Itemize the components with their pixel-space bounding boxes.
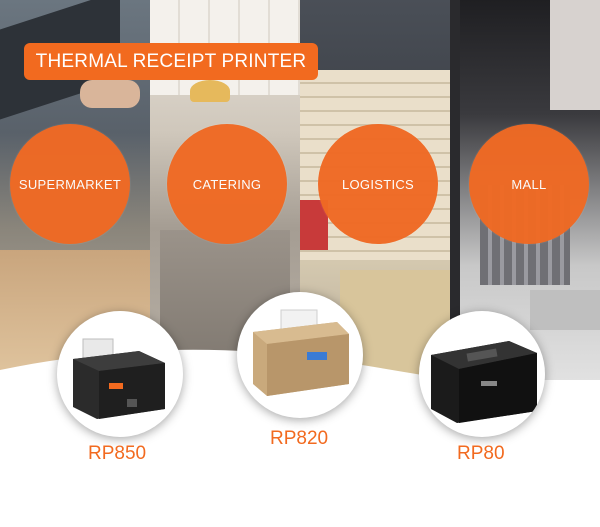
- category-label: CATERING: [192, 176, 262, 192]
- category-label: LOGISTICS: [341, 176, 415, 192]
- model-label-rp80: RP80: [457, 443, 505, 464]
- printer-icon: [73, 338, 165, 419]
- product-rp850-image: [57, 311, 183, 437]
- category-label: MALL: [511, 176, 547, 192]
- product-rp80-image: [419, 311, 545, 437]
- category-catering: CATERING: [167, 124, 287, 244]
- product-rp820-image: [237, 292, 363, 418]
- model-label-rp850: RP850: [88, 443, 147, 464]
- printer-icon: [431, 341, 537, 423]
- model-label-rp820: RP820: [270, 428, 329, 449]
- pillar-shape: [450, 0, 460, 380]
- category-label: SUPERMARKET: [18, 176, 122, 192]
- hand-shape: [80, 80, 140, 108]
- category-mall: MALL: [469, 124, 589, 244]
- mannequin-shape: [550, 0, 600, 110]
- floor-shape: [530, 290, 600, 330]
- lamp-shape: [190, 80, 230, 102]
- title-banner: THERMAL RECEIPT PRINTER: [24, 43, 318, 80]
- printer-icon: [253, 309, 349, 396]
- category-supermarket: SUPERMARKET: [10, 124, 130, 244]
- category-logistics: LOGISTICS: [318, 124, 438, 244]
- banner-title: THERMAL RECEIPT PRINTER: [35, 50, 307, 72]
